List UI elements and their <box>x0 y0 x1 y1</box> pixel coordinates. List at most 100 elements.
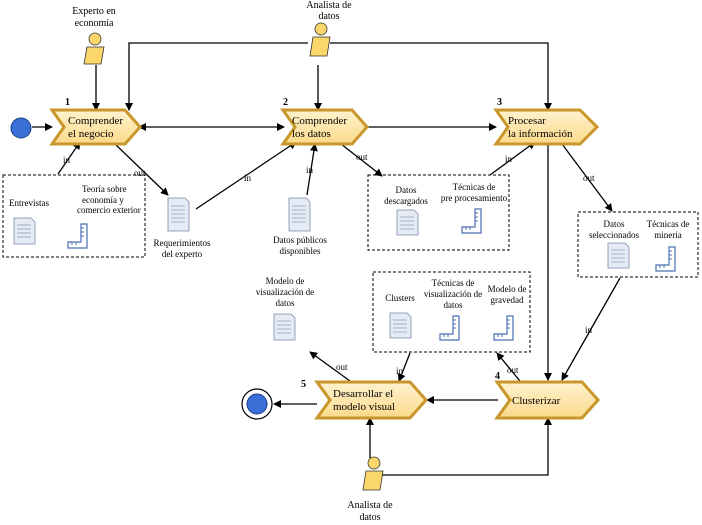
process-5: 5 Desarrollar el modelo visual <box>301 379 429 420</box>
actor-label: datos <box>359 512 380 523</box>
tech-label: minería <box>654 230 682 240</box>
process-4: 4 Clusterizar <box>494 371 601 420</box>
flow-label-in: in <box>585 325 593 335</box>
flow-label-in: in <box>244 173 252 183</box>
tech-label: Técnicas de <box>647 219 690 229</box>
group-3-tecnicas-mineria: Técnicas de minería <box>647 219 690 272</box>
svg-text:3: 3 <box>497 97 502 108</box>
tech-label: gravedad <box>491 295 524 305</box>
flow-req-to-p2 <box>195 141 297 210</box>
svg-text:la información: la información <box>508 128 573 140</box>
flow-inputs-to-p1 <box>57 141 81 175</box>
flow-label-in: in <box>306 165 314 175</box>
flow-outputs3-to-p4 <box>561 277 621 381</box>
doc-label: Requerimientos <box>154 238 211 248</box>
tech-label: Teoría sobre <box>82 184 127 194</box>
group-1-entrevistas: Entrevistas <box>9 198 49 245</box>
document-icon <box>396 209 419 236</box>
tech-label: comercio exterior <box>77 205 141 215</box>
svg-text:Clusterizar: Clusterizar <box>512 395 561 407</box>
tech-label: datos <box>444 300 463 310</box>
document-icon <box>389 312 412 339</box>
actor-analyst-top: Analista de datos <box>306 0 352 57</box>
flow-outputs2-to-p3 <box>489 141 536 176</box>
technique-icon <box>461 208 482 234</box>
flow-p3-to-outputs <box>561 143 613 212</box>
group-1-teoria: Teoría sobre economía y comercio exterio… <box>67 184 141 249</box>
flow-p2-to-outputs <box>340 143 383 177</box>
flow-inputs4-to-p5 <box>397 352 411 382</box>
document-icon <box>13 217 36 245</box>
technique-icon <box>493 315 514 341</box>
group-2-datos-descargados: Datos descargados <box>384 185 428 236</box>
flow-label-in: in <box>396 366 404 376</box>
svg-text:2: 2 <box>283 97 288 108</box>
flow-label-out: out <box>583 173 595 183</box>
group-box-inputs-4 <box>372 271 531 353</box>
svg-text:Procesar: Procesar <box>508 115 546 127</box>
technique-icon <box>67 223 88 249</box>
doc-label: datos <box>276 298 295 308</box>
flow-p5-to-modelo <box>309 351 351 382</box>
flow-analyst-to-p4 <box>382 417 552 476</box>
technique-icon <box>655 246 676 272</box>
svg-text:Desarrollar el: Desarrollar el <box>333 388 393 400</box>
doc-requerimientos: Requerimientos del experto <box>154 197 211 259</box>
flow-analyst-to-p3 <box>330 42 552 111</box>
actor-label: Experto en <box>72 6 116 17</box>
group-3-datos-seleccionados: Datos seleccionados <box>589 219 639 269</box>
doc-label: seleccionados <box>589 230 639 240</box>
actor-label: Analista de <box>306 0 352 11</box>
svg-text:5: 5 <box>301 379 306 390</box>
group-4-tecnicas-visualizacion: Técnicas de visualización de datos <box>424 278 482 341</box>
flow-label-in: in <box>63 155 71 165</box>
svg-text:modelo visual: modelo visual <box>333 401 395 413</box>
actor-label: datos <box>318 11 339 22</box>
doc-datos-publicos: Datos públicos disponibles <box>273 197 327 256</box>
process-1: 1 Comprender el negocio <box>49 97 143 146</box>
doc-label: Datos <box>396 185 417 195</box>
svg-text:1: 1 <box>65 97 70 108</box>
document-icon <box>288 197 311 232</box>
svg-text:4: 4 <box>495 371 500 382</box>
doc-label: Entrevistas <box>9 198 49 208</box>
flow-pub-to-p2 <box>306 143 318 196</box>
start-event <box>10 117 32 139</box>
doc-label: descargados <box>384 196 428 206</box>
actor-label: economía <box>75 18 114 29</box>
flow-label-out: out <box>507 365 519 375</box>
document-icon <box>167 197 190 232</box>
group-box-outputs-2 <box>367 174 510 251</box>
technique-icon <box>439 315 460 341</box>
flow-label-in: in <box>505 154 513 164</box>
svg-text:Comprender: Comprender <box>68 115 123 127</box>
flow-label-out: out <box>356 152 368 162</box>
flow-label-out: out <box>134 168 146 178</box>
actor-analyst-bottom: Analista de datos <box>347 456 393 523</box>
group-4-modelo-gravedad: Modelo de gravedad <box>488 284 526 341</box>
group-box-outputs-3 <box>577 211 699 278</box>
document-icon <box>273 313 296 341</box>
actor-expert: Experto en economía <box>72 6 116 65</box>
group-2-tecnicas-preproc: Técnicas de pre procesamiento <box>441 182 508 234</box>
group-box-inputs-1 <box>2 174 146 258</box>
svg-text:Comprender: Comprender <box>292 115 347 127</box>
tech-label: visualización de <box>424 289 482 299</box>
tech-label: Técnicas de <box>432 278 475 288</box>
doc-label: del experto <box>162 249 203 259</box>
flow-label-out: out <box>336 362 348 372</box>
actor-label: Analista de <box>347 500 393 511</box>
tech-label: Técnicas de <box>453 182 496 192</box>
flow-analyst-to-p1 <box>125 42 308 111</box>
document-icon <box>607 242 630 269</box>
process-2: 2 Comprender los datos <box>280 97 370 146</box>
doc-label: disponibles <box>279 246 320 256</box>
doc-label: visualización de <box>256 287 314 297</box>
process-3: 3 Procesar la información <box>493 97 600 146</box>
svg-text:los datos: los datos <box>292 128 331 140</box>
doc-modelo-visualizacion: Modelo de visualización de datos <box>256 276 314 341</box>
tech-label: economía y <box>82 195 124 205</box>
group-4-clusters: Clusters <box>385 293 415 339</box>
tech-label: pre procesamiento <box>441 193 508 203</box>
